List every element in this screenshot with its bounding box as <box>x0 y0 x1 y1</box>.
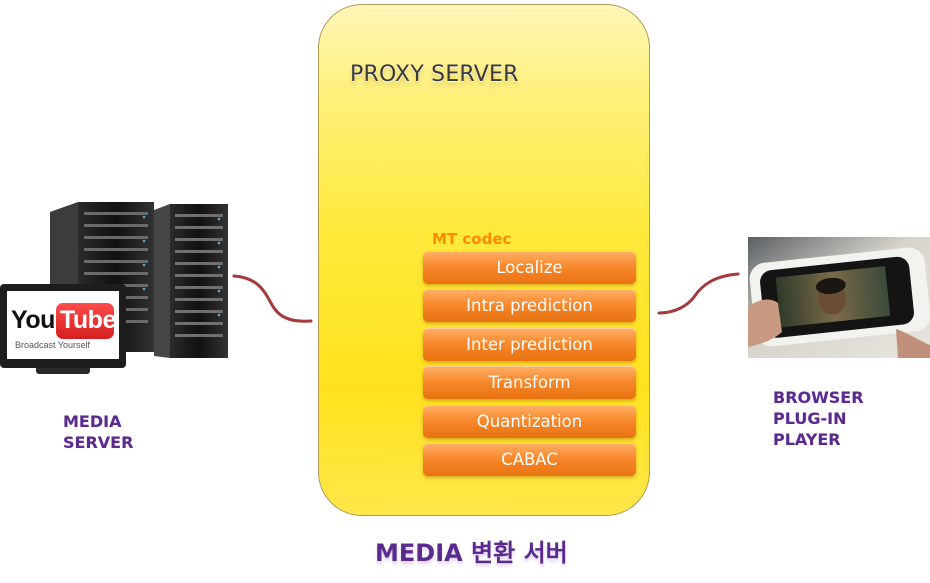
codec-step-intra-prediction: Intra prediction <box>423 289 636 322</box>
youtube-logo-tube: Tube <box>60 306 116 334</box>
media-conversion-server-caption: MEDIA 변환 서버 <box>375 539 568 567</box>
youtube-logo-tagline: Broadcast Yourself <box>15 340 91 350</box>
browser-plugin-player-label: BROWSER PLUG-IN PLAYER <box>773 387 864 450</box>
proxy-server-title: PROXY SERVER <box>350 62 519 87</box>
browser-label-line2: PLUG-IN <box>773 409 847 428</box>
codec-step-cabac: CABAC <box>423 443 636 476</box>
monitor-stand <box>36 368 90 374</box>
codec-step-inter-prediction: Inter prediction <box>423 328 636 361</box>
youtube-logo-tube-badge <box>56 303 114 339</box>
mt-codec-label: MT codec <box>432 230 512 248</box>
codec-step-quantization: Quantization <box>423 405 636 438</box>
media-server-label: MEDIA SERVER <box>63 411 133 453</box>
youtube-logo-you: You <box>11 306 55 334</box>
connector-left-line <box>232 274 313 323</box>
codec-step-transform: Transform <box>423 366 636 399</box>
media-server-label-line1: MEDIA <box>63 412 122 431</box>
browser-label-line3: PLAYER <box>773 430 841 449</box>
connector-right-line <box>657 272 740 315</box>
smartphone-video-photo <box>748 237 930 358</box>
codec-step-localize: Localize <box>423 251 636 284</box>
browser-label-line1: BROWSER <box>773 388 864 407</box>
media-server-label-line2: SERVER <box>63 433 134 452</box>
